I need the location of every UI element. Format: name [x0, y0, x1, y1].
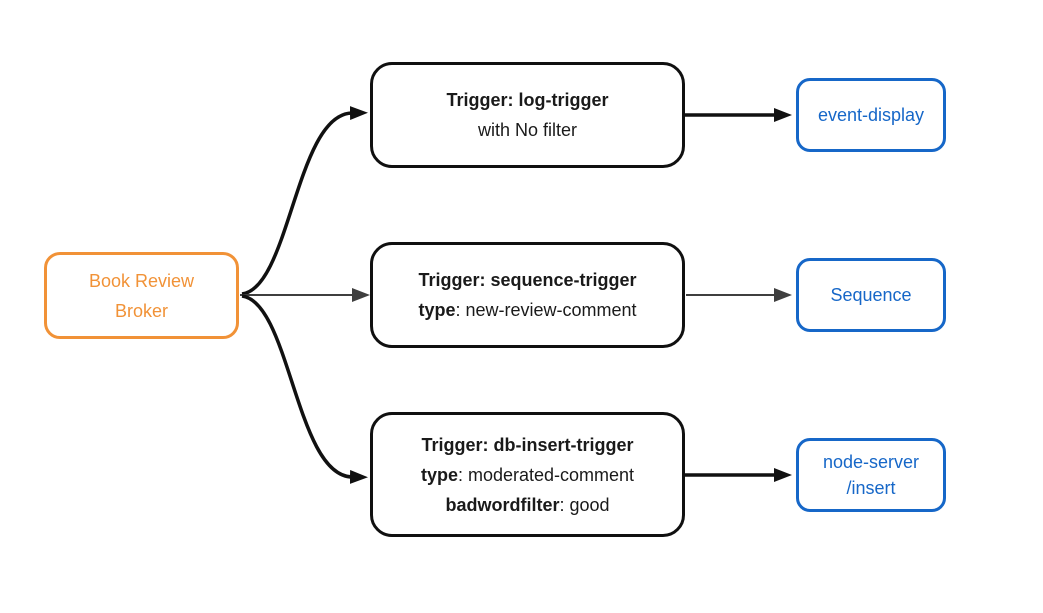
trigger-detail-value: : new-review-comment [455, 300, 637, 320]
trigger-node-log-trigger: Trigger: log-trigger with No filter [370, 62, 685, 168]
trigger-detail-value: with No filter [477, 120, 578, 140]
edge-broker-to-log-trigger [241, 106, 368, 296]
sink-label-line2: /insert [846, 478, 896, 498]
broker-label-line2: Broker [114, 300, 168, 321]
trigger-detail-line: type: moderated-comment [421, 460, 634, 490]
trigger-detail-key: badwordfilter [445, 494, 560, 515]
trigger-detail-line: badwordfilter: good [445, 490, 609, 520]
sink-node-sequence: Sequence [796, 258, 946, 332]
trigger-detail-line: type: new-review-comment [418, 295, 636, 325]
trigger-title: Trigger: db-insert-trigger [421, 434, 634, 455]
sink-label-line: event-display [817, 105, 925, 125]
trigger-detail-line: with No filter [478, 115, 577, 145]
broker-label-line1: Book Review [88, 270, 195, 291]
sink-node-node-server-insert: node-server /insert [796, 438, 946, 512]
sink-label-line1: node-server [822, 452, 920, 472]
trigger-node-db-insert-trigger: Trigger: db-insert-trigger type: moderat… [370, 412, 685, 537]
broker-node: Book Review Broker [44, 252, 239, 339]
sink-label-line: Sequence [830, 285, 912, 305]
trigger-node-sequence-trigger: Trigger: sequence-trigger type: new-revi… [370, 242, 685, 348]
trigger-detail-key: type [420, 464, 458, 485]
trigger-detail-value: : moderated-comment [457, 464, 635, 485]
trigger-detail-value: : good [559, 494, 610, 515]
edge-broker-to-db-insert-trigger [241, 294, 368, 484]
sink-node-event-display: event-display [796, 78, 946, 152]
trigger-detail-key: type [418, 300, 456, 320]
trigger-title: Trigger: sequence-trigger [418, 270, 637, 290]
trigger-title: Trigger: log-trigger [446, 90, 609, 110]
